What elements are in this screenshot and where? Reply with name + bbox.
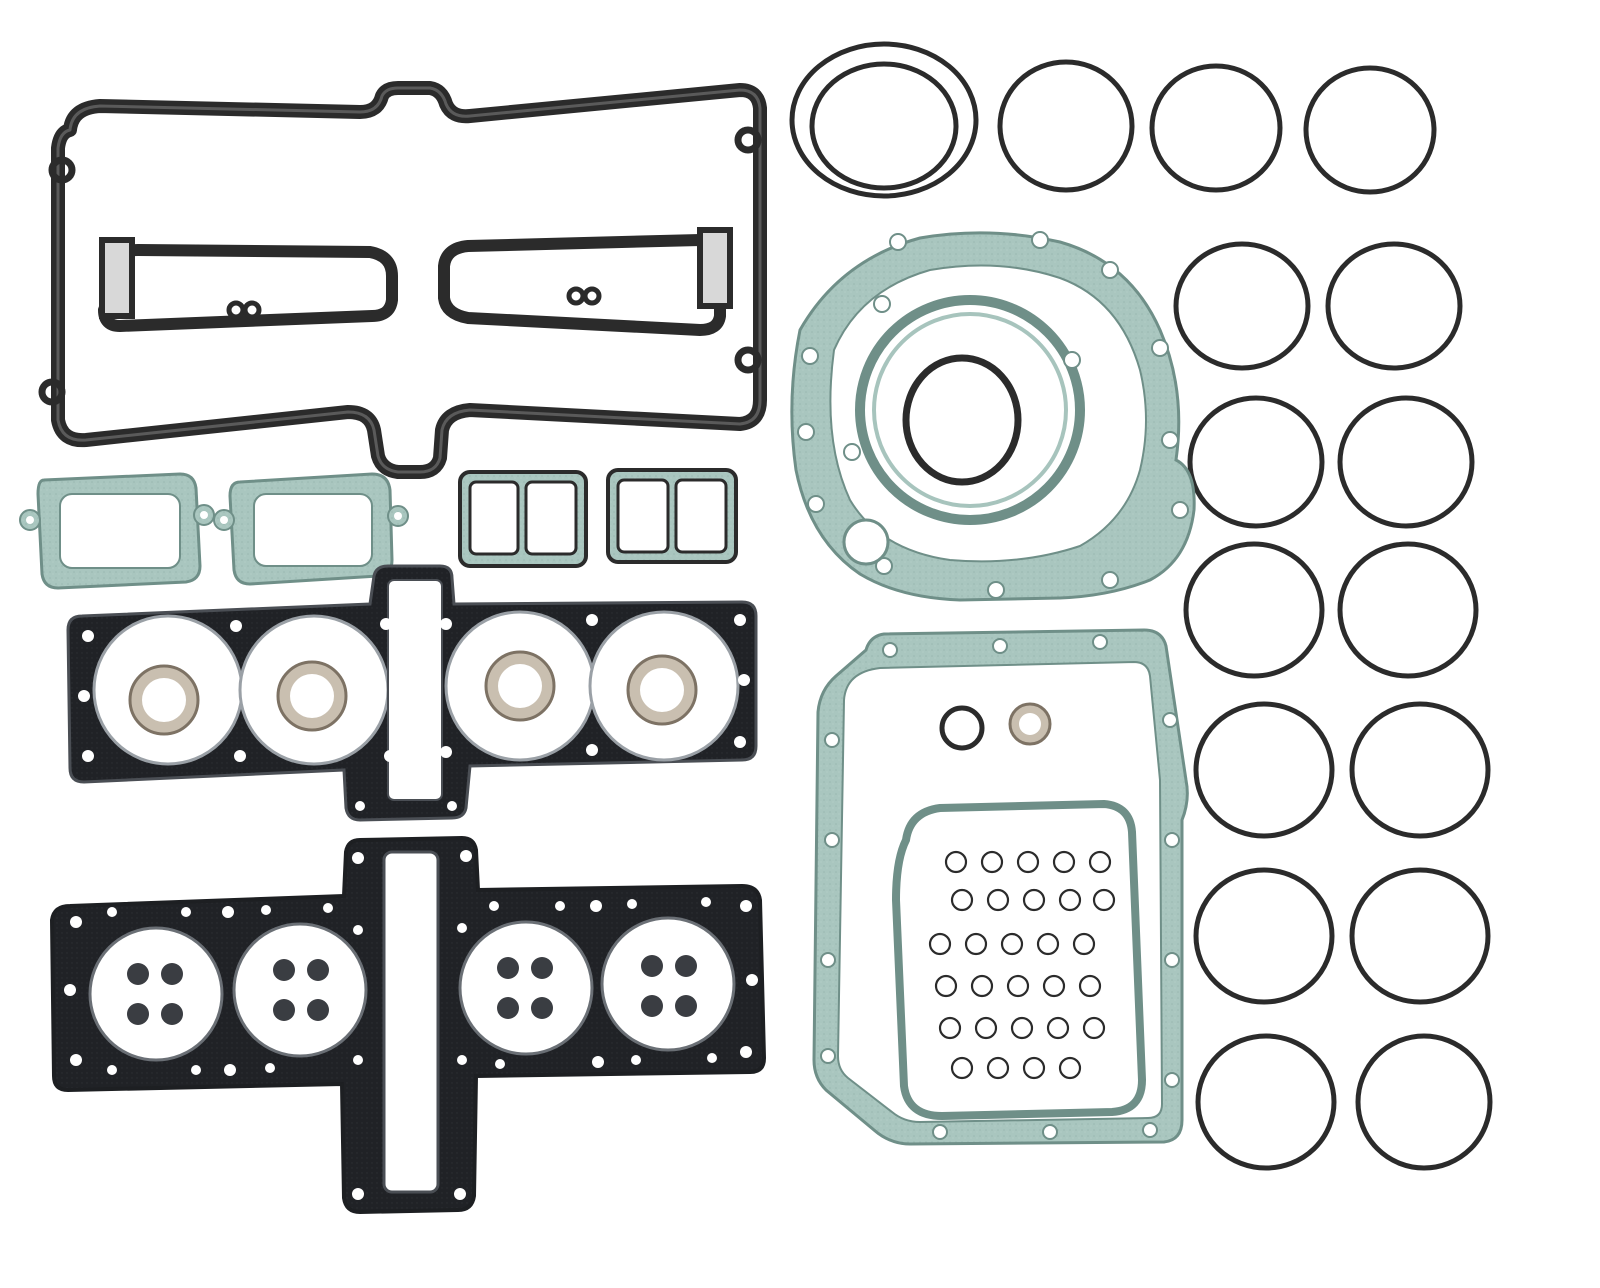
oil-pan-gasket bbox=[812, 628, 1189, 1146]
cylinder-base-gasket bbox=[66, 564, 758, 822]
intake-gasket-pair-right bbox=[606, 468, 738, 564]
reed-valve-gasket-left bbox=[19, 472, 215, 590]
intake-gasket-pair-left bbox=[458, 470, 588, 568]
cylinder-head-gasket bbox=[49, 835, 767, 1215]
o-ring-set bbox=[789, 41, 1493, 1171]
generator-cover-gasket bbox=[790, 231, 1196, 602]
reed-valve-gasket-second bbox=[213, 472, 409, 586]
valve-cover-gasket bbox=[38, 81, 767, 479]
